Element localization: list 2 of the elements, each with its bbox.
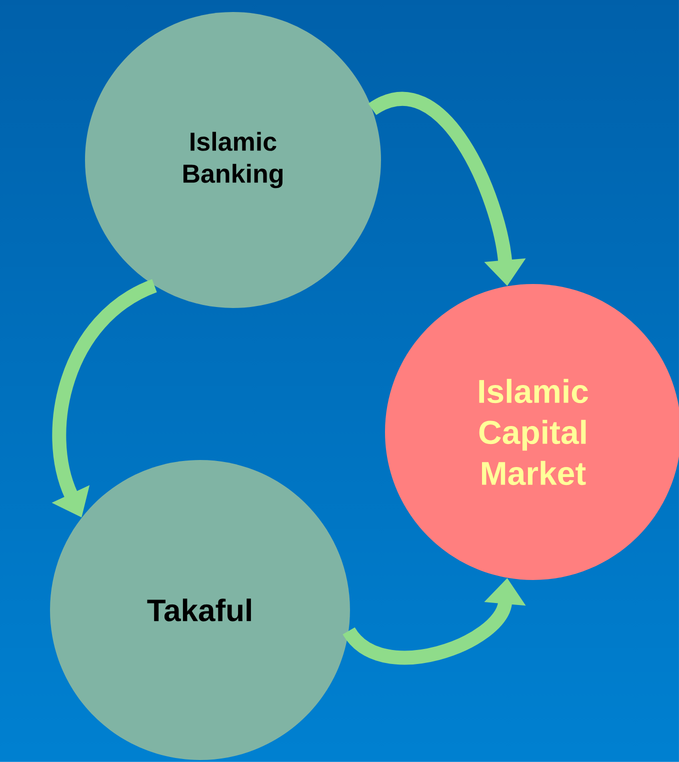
circle-node: Takaful [50, 460, 350, 760]
circle-node: Islamic Banking [85, 12, 381, 308]
